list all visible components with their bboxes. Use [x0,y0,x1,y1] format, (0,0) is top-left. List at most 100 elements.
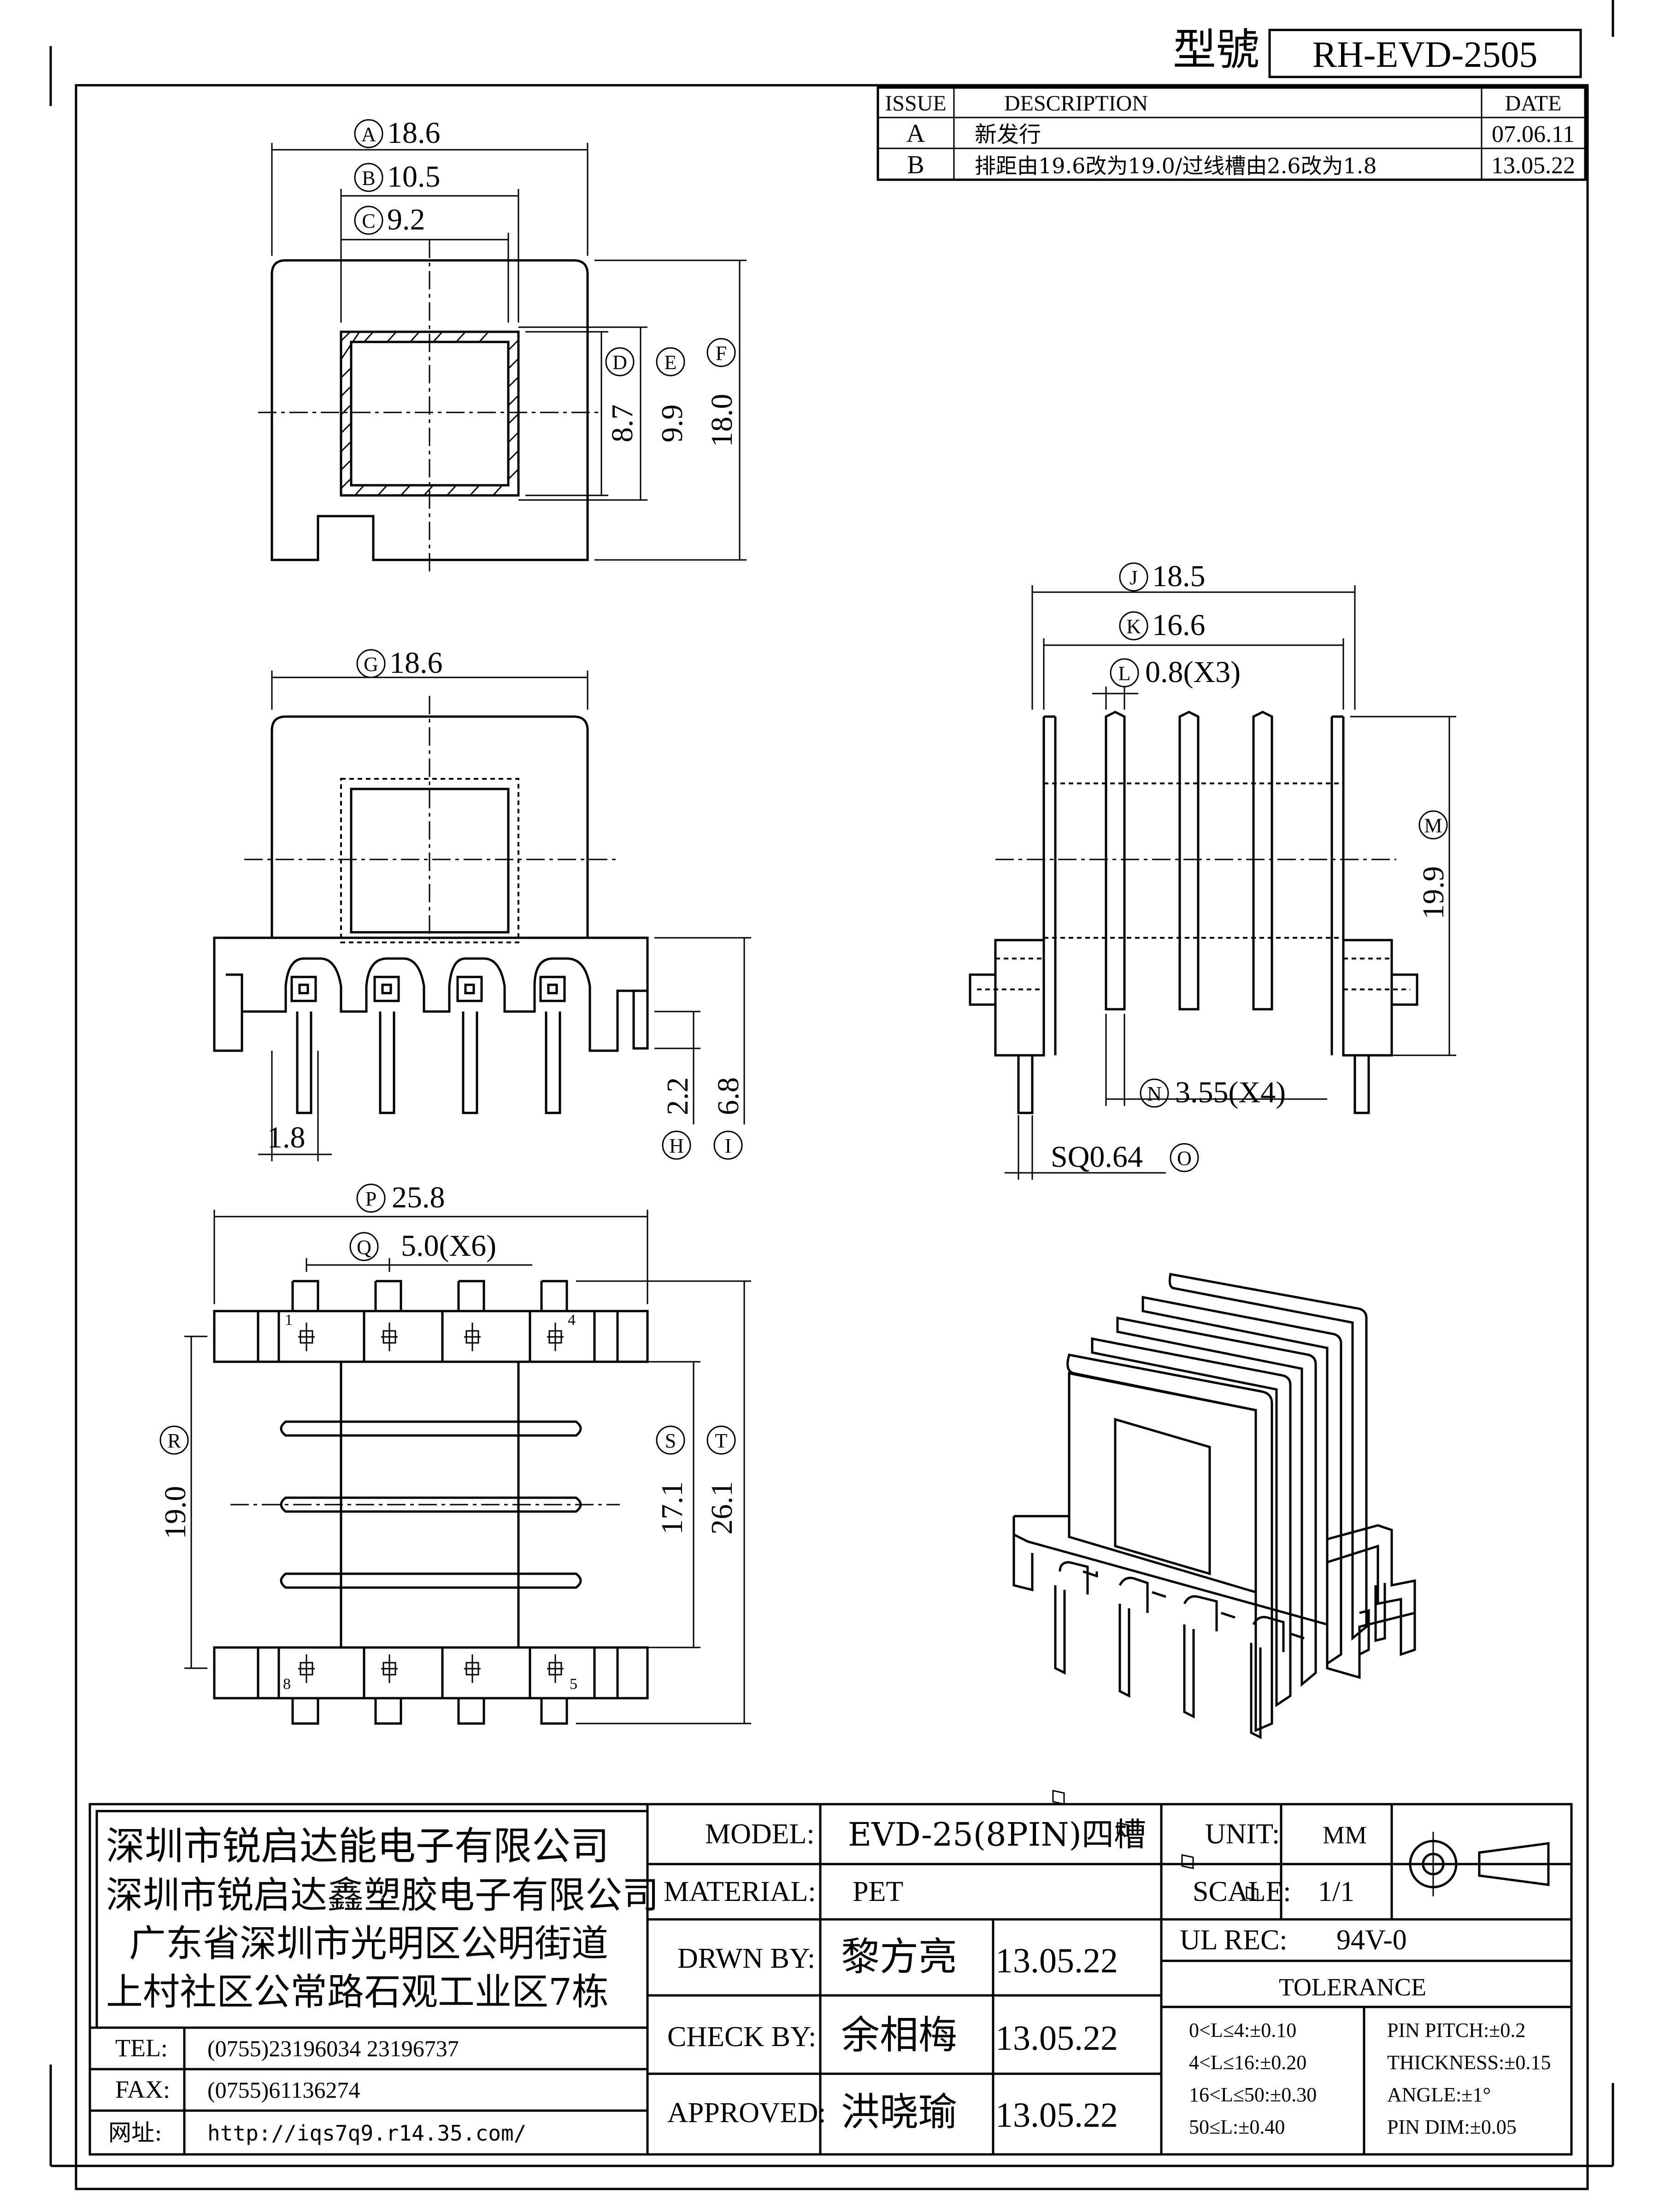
dim-D-letter: D [612,351,627,374]
unit-label: UNIT: [1205,1818,1280,1850]
dim-C-letter: C [362,210,375,232]
tel-value: (0755)23196034 23196737 [207,2036,459,2061]
rev-b-date: 13.05.22 [1491,153,1575,179]
tolerance-right-2: THICKNESS:±0.15 [1387,2051,1551,2074]
dim-M-value: 19.9 [1417,866,1450,920]
rev-a-description: 新发行 [975,122,1041,147]
dim-H: 2.2 H [661,1077,694,1160]
rev-header-date: DATE [1505,91,1562,116]
ul-value: 94V-0 [1336,1924,1407,1956]
dim-R: R 19.0 [159,1425,192,1540]
fax-label: FAX: [115,2076,170,2103]
dim-E: E 9.9 [655,347,689,443]
dim-F-value: 18.0 [705,394,739,447]
model-header: 型號 RH-EVD-2505 [1173,25,1582,78]
dim-O-letter: O [1177,1147,1192,1170]
dim-E-value: 9.9 [655,405,689,443]
dim-P: P 25.8 [356,1181,445,1214]
dim-G-value: 18.6 [389,646,443,680]
dim-L-value: 0.8(X3) [1145,655,1241,689]
dim-Q: Q 5.0(X6) [349,1229,496,1263]
dim-Q-value: 5.0(X6) [401,1229,496,1263]
dim-F: F 18.0 [705,338,739,447]
projection-symbol-icon [1401,1832,1558,1896]
pin-label-5: 5 [570,1676,577,1693]
dim-N-letter: N [1147,1082,1162,1105]
tolerance-left-1: 0<L≤4:±0.10 [1189,2019,1296,2041]
dim-S-value: 17.1 [655,1482,689,1535]
company-line-2: 深圳市锐启达鑫塑胶电子有限公司 [106,1874,659,1917]
check-label: CHECK BY: [667,2021,816,2053]
dim-J-value: 18.5 [1152,559,1206,593]
tolerance-left-3: 16<L≤50:±0.30 [1189,2083,1317,2106]
dim-B-value: 10.5 [387,160,441,194]
tolerance-left-2: 4<L≤16:±0.20 [1189,2051,1306,2074]
rev-header-description: DESCRIPTION [1004,91,1148,116]
unit-value: MM [1323,1821,1367,1849]
dim-K-value: 16.6 [1152,608,1206,642]
dim-M-letter: M [1424,814,1442,837]
drawn-name: 黎方亮 [841,1934,957,1979]
model-number: RH-EVD-2505 [1312,35,1538,75]
company-line-3: 广东省深圳市光明区公明街道 [129,1922,608,1965]
dim-R-value: 19.0 [159,1486,192,1540]
dim-D: D 8.7 [605,347,639,443]
dim-T-value: 26.1 [705,1482,739,1535]
company-line-4: 上村社区公常路石观工业区7栋 [106,1971,609,2013]
approved-name: 洪晓瑜 [841,2089,957,2135]
web-value: http://iqs7q9.r14.35.com/ [207,2121,526,2146]
company-line-1: 深圳市锐启达能电子有限公司 [106,1824,609,1869]
dim-J-letter: J [1130,566,1137,589]
dim-I: 6.8 I [712,1077,745,1160]
dim-K-letter: K [1126,615,1141,638]
rev-b-issue: B [907,151,924,179]
dim-S: S 17.1 [655,1425,689,1535]
revision-table: ISSUE DESCRIPTION DATE A 新发行 07.06.11 B … [877,86,1587,181]
dim-I-letter: I [725,1135,732,1157]
material-label: MATERIAL: [664,1876,816,1907]
dim-I-value: 6.8 [712,1077,745,1116]
dim-T: T 26.1 [705,1425,739,1535]
rev-a-date: 07.06.11 [1492,121,1575,147]
rev-header-issue: ISSUE [885,91,946,116]
dim-P-letter: P [365,1188,377,1210]
bottom-pin-marks [298,1323,564,1683]
dim-D-value: 8.7 [606,405,639,443]
dim-O: SQ0.64 O [1051,1140,1199,1174]
dim-A-letter: A [361,123,376,146]
tolerance-right-1: PIN PITCH:±0.2 [1387,2019,1525,2041]
scale-value: 1/1 [1318,1876,1354,1907]
sheet-border [49,0,1614,2190]
web-label: 网址: [108,2119,162,2146]
dim-K: K 16.6 [1119,608,1206,642]
rev-b-description: 排距由19.6改为19.0/过线槽由2.6改为1.8 [975,153,1377,178]
front-pins [290,976,566,1114]
model-field-value: EVD-25(8PIN)四槽 [848,1816,1146,1853]
fax-value: (0755)61136274 [207,2077,360,2103]
model-label: 型號 [1173,25,1259,75]
isometric-view [1012,1273,1416,1901]
check-name: 余相梅 [841,2012,957,2058]
approved-date: 13.05.22 [995,2096,1118,2135]
dim-slot-value: 1.8 [267,1121,306,1154]
dim-Q-letter: Q [357,1236,371,1259]
ul-label: UL REC: [1180,1924,1288,1956]
bottom-view: 1 4 8 5 P 25.8 Q 5.0(X6) R 19.0 S 17.1 [159,1181,751,1725]
dim-R-letter: R [167,1430,181,1452]
tolerance-right-3: ANGLE:±1° [1387,2083,1491,2106]
dim-N-value: 3.55(X4) [1175,1076,1286,1109]
drawn-date: 13.05.22 [995,1941,1118,1980]
rev-a-issue: A [906,119,925,148]
dim-L-letter: L [1118,662,1131,685]
dim-A-value: 18.6 [387,116,441,150]
top-view: A 18.6 B 10.5 C 9.2 D 8.7 E 9.9 F 18.0 [258,116,747,574]
dim-J: J 18.5 [1119,559,1206,593]
dim-C: C 9.2 [354,203,425,236]
pin-label-4: 4 [568,1312,576,1329]
dim-H-letter: H [669,1135,684,1157]
title-block: 深圳市锐启达能电子有限公司 深圳市锐启达鑫塑胶电子有限公司 广东省深圳市光明区公… [88,1803,1573,2156]
approved-label: APPROVED: [667,2097,826,2129]
dim-F-letter: F [716,342,727,365]
pin-label-8: 8 [283,1676,291,1693]
